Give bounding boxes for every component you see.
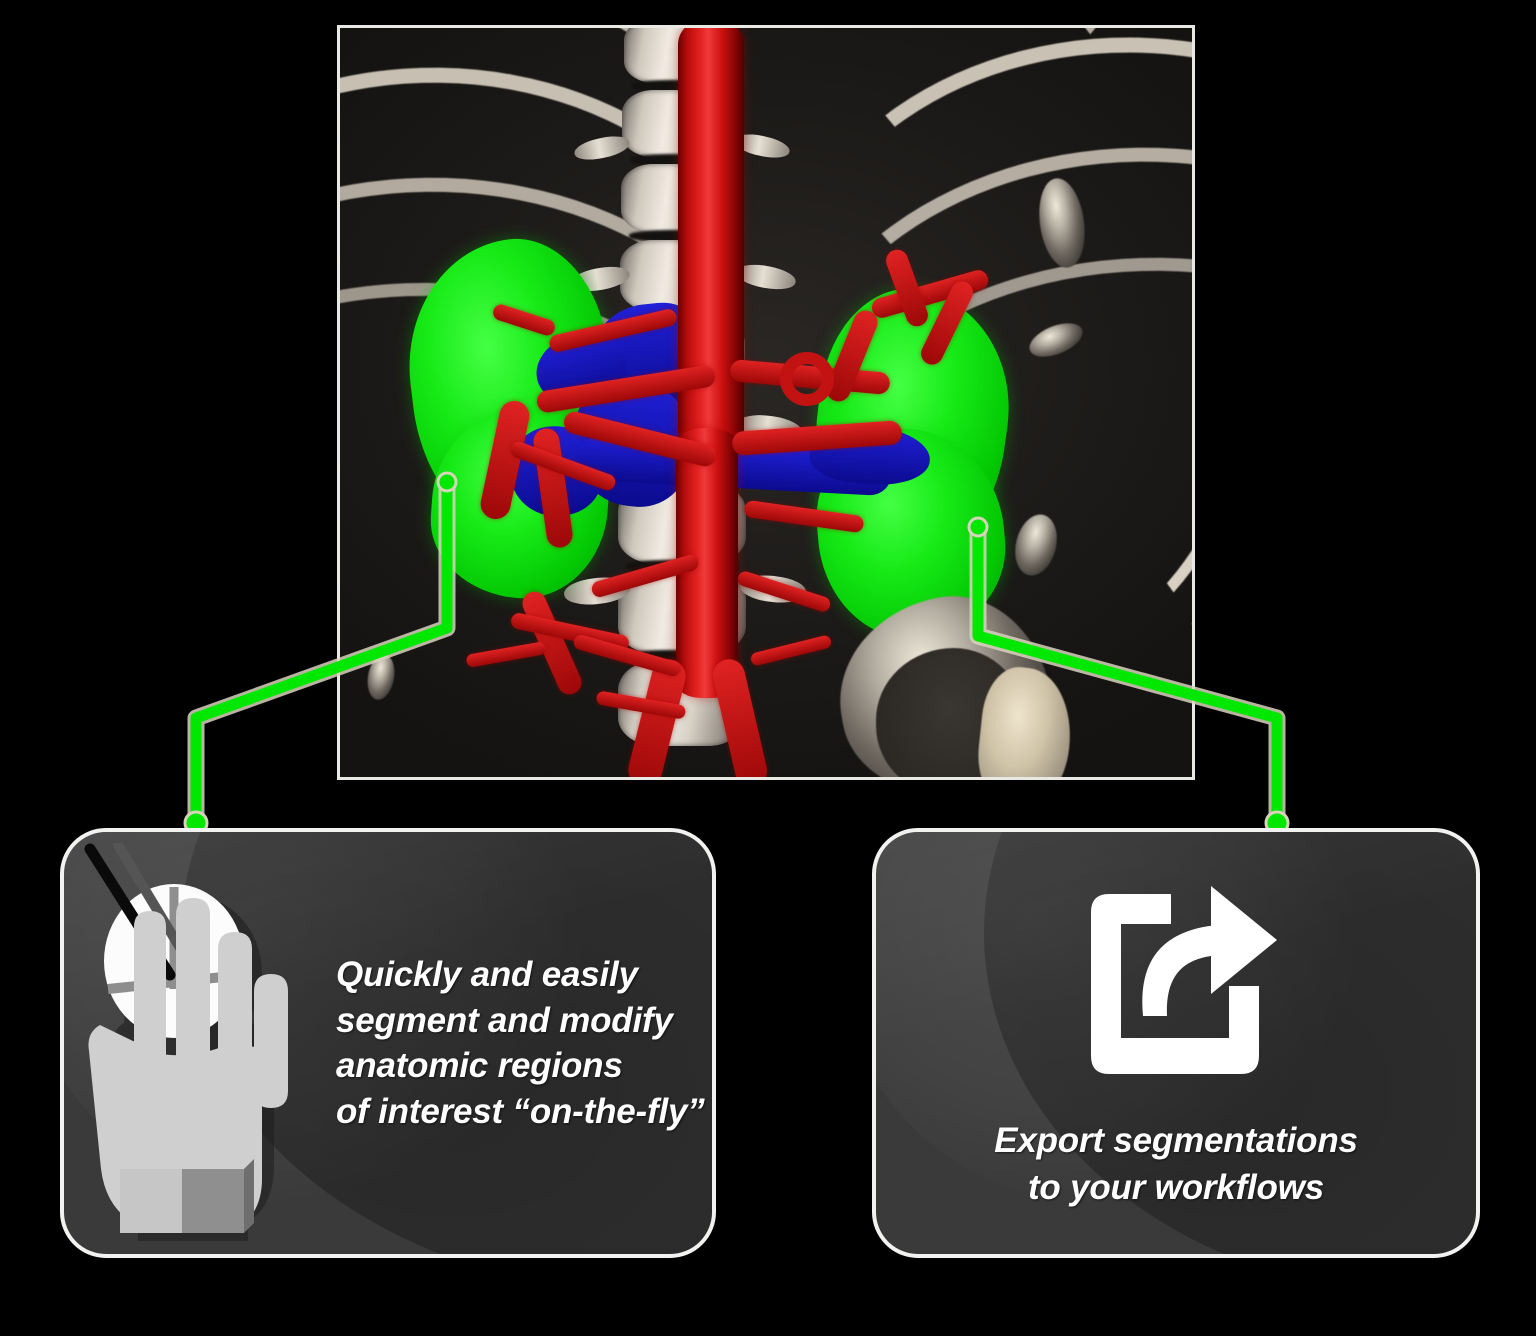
vessel-loop-icon (780, 352, 834, 406)
export-share-icon (1091, 886, 1277, 1075)
export-feature-card[interactable]: Export segmentations to your workflows (872, 828, 1480, 1258)
ct-volume-rendering-panel (337, 25, 1195, 780)
aorta-segmentation (678, 28, 744, 458)
hand-with-stylus-icon (78, 843, 328, 1243)
sleeve-icon (120, 1169, 182, 1233)
segment-feature-card[interactable]: Quickly and easily segment and modify an… (60, 828, 716, 1258)
segment-card-text: Quickly and easily segment and modify an… (336, 955, 705, 1131)
sleeve-icon (182, 1169, 244, 1233)
ct-image-content (340, 28, 1192, 777)
export-card-text: Export segmentations to your workflows (994, 1121, 1358, 1207)
